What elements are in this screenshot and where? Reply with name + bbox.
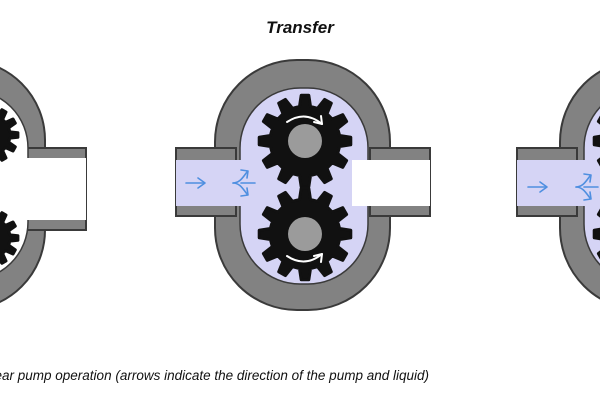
rotation-arrow-icon — [286, 115, 323, 125]
gear-body — [592, 115, 600, 167]
splitting-flow-icon — [232, 169, 256, 197]
gear-body — [0, 211, 20, 265]
rotation-arrow-icon — [313, 253, 323, 263]
pump-center — [175, 59, 431, 311]
flow-arrow-icon — [185, 177, 206, 189]
diagram-title: Transfer — [266, 18, 334, 37]
rotation-arrow-icon — [286, 253, 323, 263]
diagram-caption: Gear pump operation (arrows indicate the… — [0, 368, 429, 383]
pump-left-partial — [0, 66, 87, 304]
gear-body — [592, 208, 600, 260]
drive-gear — [592, 115, 600, 167]
driven-gear — [592, 208, 600, 260]
drive-gear — [0, 108, 20, 162]
gear-hub — [288, 124, 322, 158]
gear-hub — [288, 217, 322, 251]
flow-arrow-icon — [527, 181, 548, 193]
gear-body — [0, 108, 20, 162]
pump-right-partial — [516, 70, 600, 300]
driven-gear — [0, 211, 20, 265]
splitting-flow-icon — [575, 173, 599, 201]
rotation-arrow-icon — [313, 115, 323, 125]
outlet-channel — [352, 160, 430, 206]
outlet-channel — [0, 158, 86, 220]
